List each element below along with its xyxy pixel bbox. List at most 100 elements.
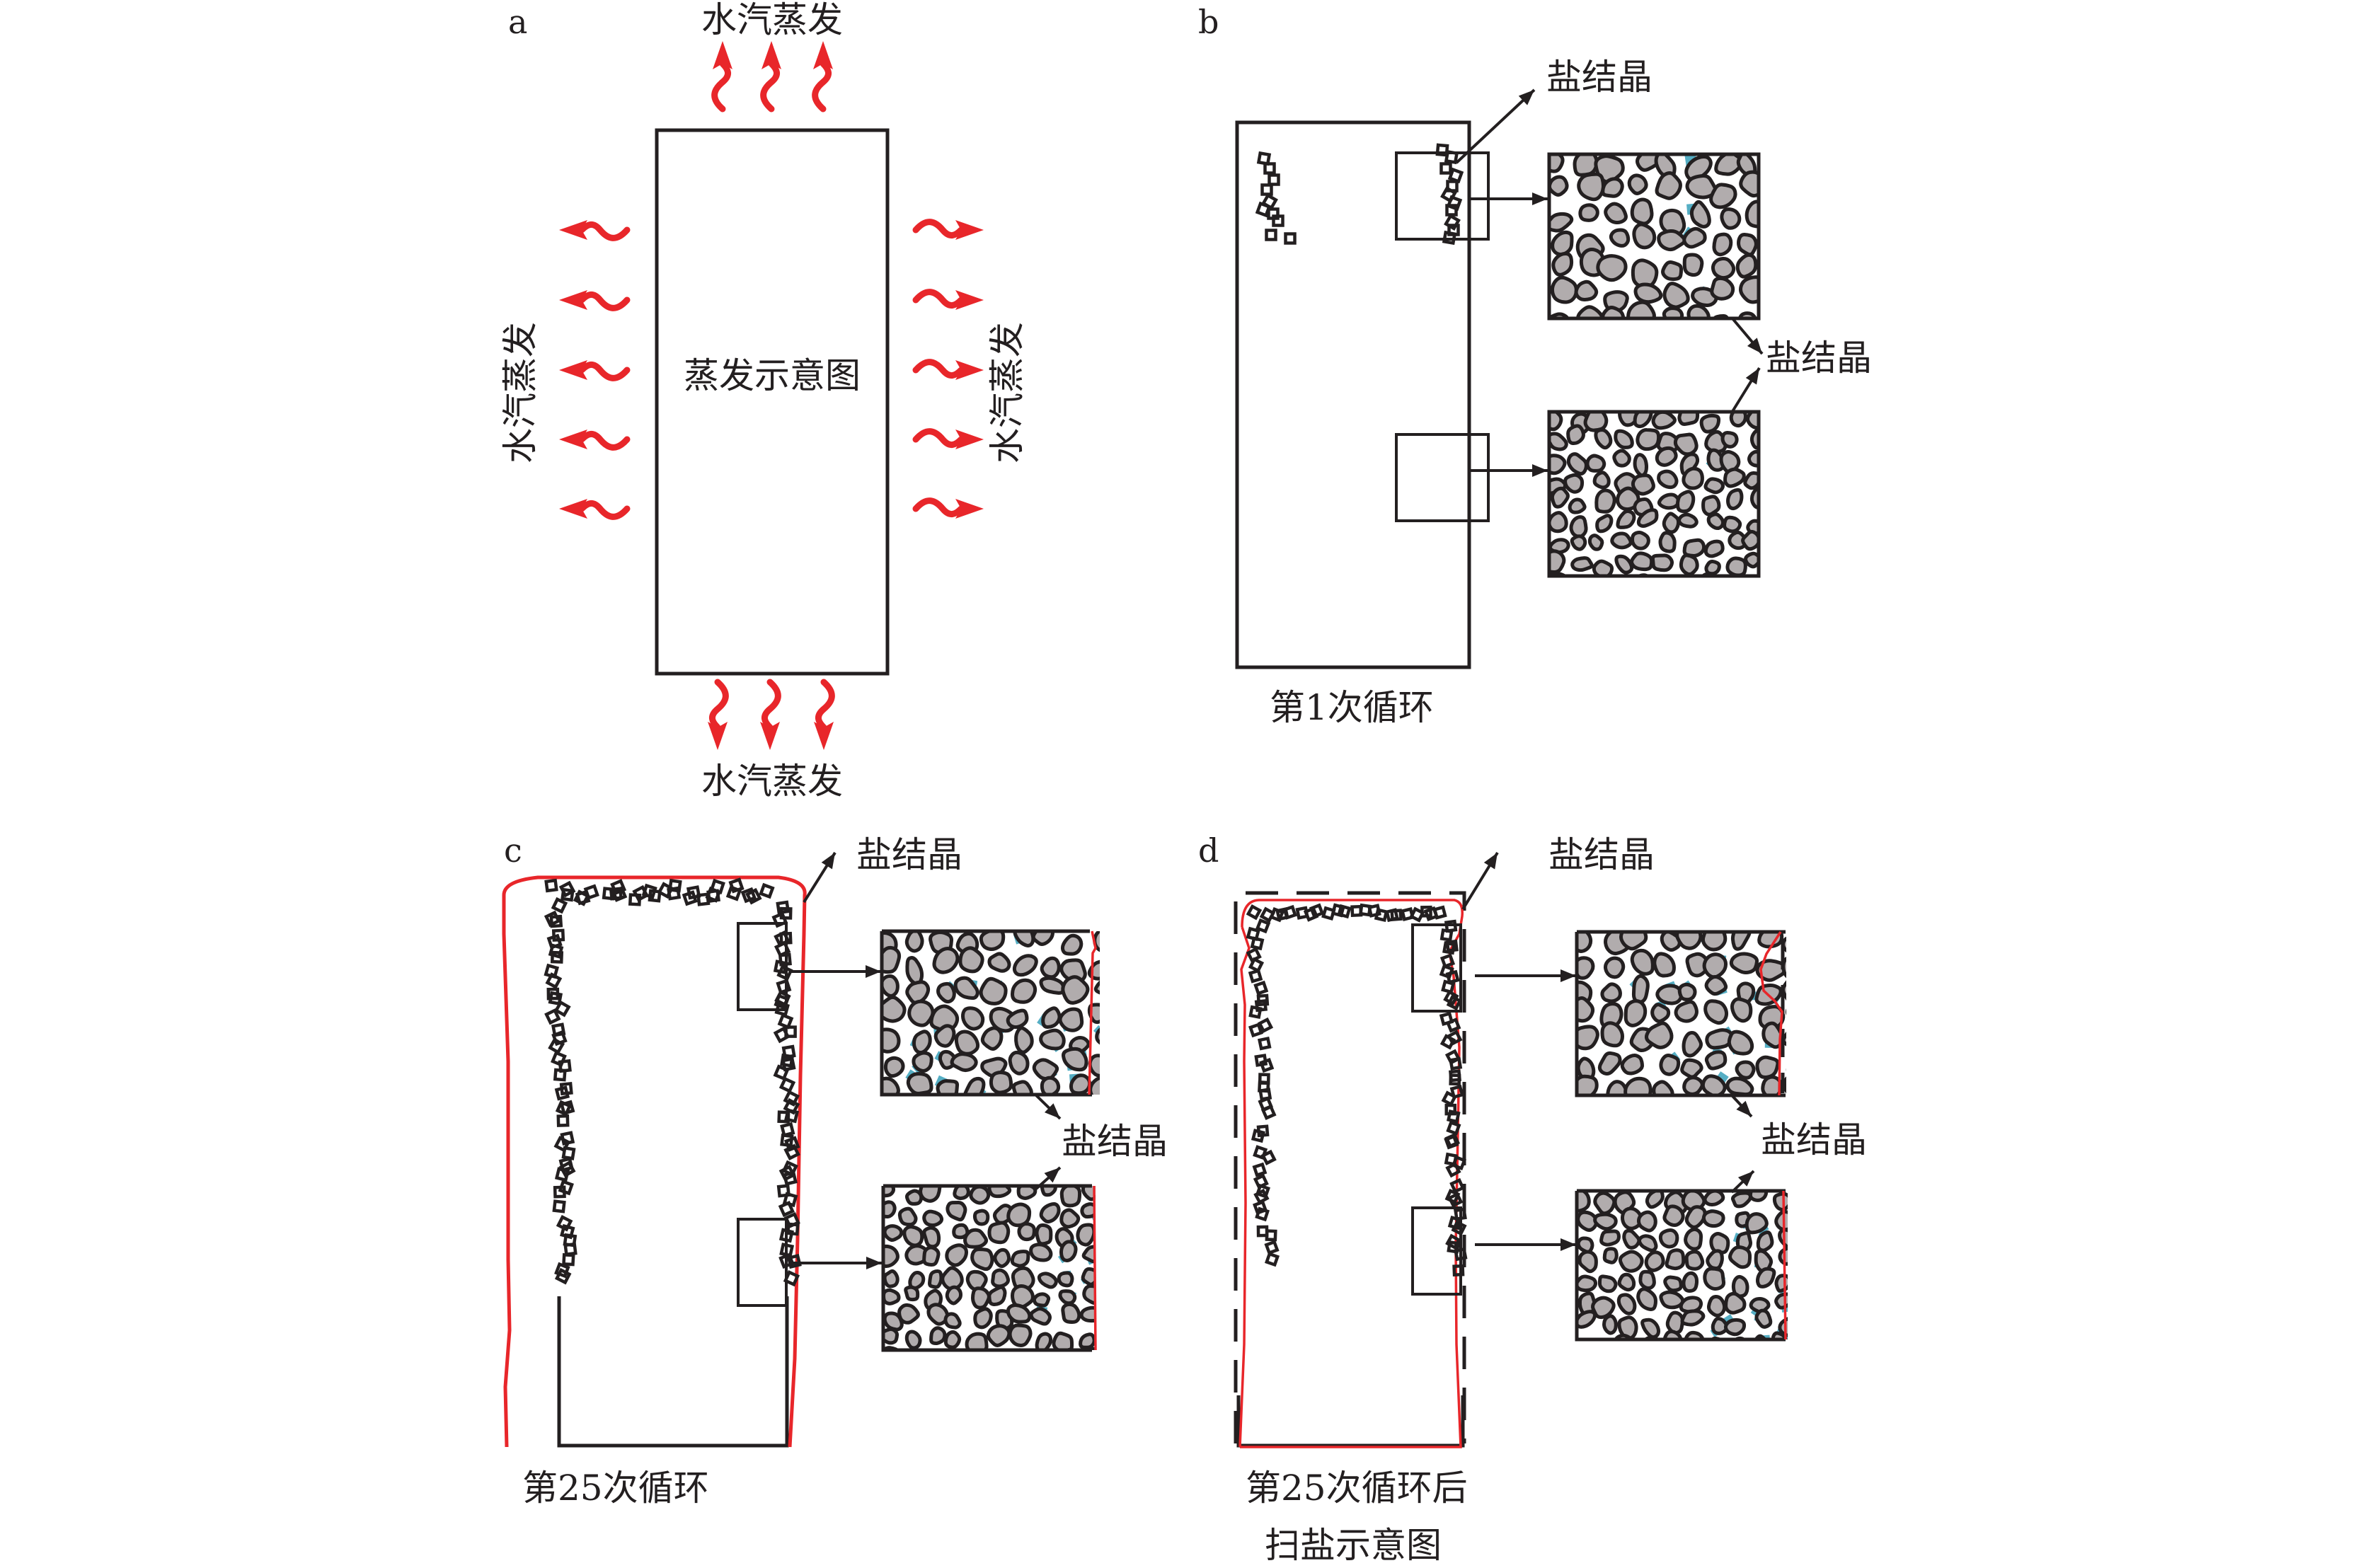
soil-grain bbox=[1714, 154, 1745, 176]
salt-crystal-marker bbox=[1246, 904, 1263, 921]
inspection-box-upper bbox=[1395, 151, 1490, 241]
salt-crystal-marker bbox=[1447, 1240, 1461, 1254]
soil-grain bbox=[1563, 473, 1585, 494]
soil-grain bbox=[932, 946, 960, 974]
soil-grain bbox=[1059, 1240, 1078, 1262]
pointer-arrow-icon bbox=[1730, 1094, 1753, 1118]
soil-grain bbox=[1040, 1353, 1057, 1373]
soil-grain bbox=[1707, 1295, 1727, 1318]
sample-base bbox=[557, 1296, 789, 1448]
sample-block bbox=[655, 128, 890, 676]
soil-grain bbox=[1623, 1076, 1653, 1096]
soil-grain bbox=[1041, 1006, 1062, 1029]
salt-crystal-marker bbox=[1432, 905, 1447, 920]
soil-grain bbox=[1686, 304, 1711, 318]
soil-grain bbox=[1032, 1292, 1051, 1308]
soil-grain bbox=[1635, 154, 1662, 172]
soil-grain bbox=[1011, 978, 1038, 1004]
soil-grain bbox=[1577, 1274, 1598, 1293]
soil-grain bbox=[1632, 222, 1657, 250]
soil-grain bbox=[919, 1186, 942, 1203]
salt-crystal-marker bbox=[1260, 1149, 1277, 1165]
soil-grain bbox=[1059, 1186, 1082, 1208]
soil-grain bbox=[1599, 1002, 1623, 1030]
soil-grain bbox=[971, 1286, 991, 1310]
salt-crystal-marker bbox=[1263, 162, 1276, 175]
soil-grain bbox=[928, 1269, 943, 1289]
soil-grain bbox=[1612, 1333, 1637, 1339]
soil-grain bbox=[1682, 1271, 1699, 1293]
soil-grain bbox=[1011, 1080, 1033, 1095]
soil-grain bbox=[883, 1224, 904, 1243]
soil-grain bbox=[1724, 1291, 1747, 1315]
soil-grain bbox=[1652, 1080, 1674, 1096]
soil-grain bbox=[1006, 1303, 1032, 1324]
soil-grain bbox=[1059, 1208, 1081, 1229]
callout-label-top: 盐结晶 bbox=[856, 834, 962, 875]
soil-grain bbox=[1602, 1314, 1618, 1335]
salt-crystal-marker bbox=[1446, 1120, 1461, 1136]
soil-grain bbox=[1622, 1228, 1641, 1250]
zoom-view-lower bbox=[881, 1184, 1097, 1373]
soil-grain bbox=[1675, 932, 1703, 950]
deformed-outline bbox=[502, 875, 807, 1448]
soil-grain bbox=[1684, 1227, 1703, 1251]
soil-grain bbox=[882, 1027, 901, 1054]
soil-grain bbox=[1576, 1338, 1594, 1359]
soil-grain bbox=[1550, 486, 1570, 509]
soil-grain bbox=[1039, 1028, 1066, 1051]
vapor-arrow-icon bbox=[559, 220, 631, 241]
soil-grain bbox=[1039, 976, 1066, 995]
soil-grain bbox=[922, 1245, 941, 1267]
salt-crystal-marker bbox=[1452, 1264, 1465, 1276]
soil-grain bbox=[1705, 1028, 1734, 1050]
salt-crystal-marker bbox=[668, 878, 682, 893]
salt-crystal-marker bbox=[784, 1108, 799, 1124]
soil-grain bbox=[1549, 412, 1563, 432]
soil-grain bbox=[1783, 1073, 1786, 1096]
zoom-view-lower bbox=[1547, 410, 1761, 578]
soil-grain bbox=[1743, 471, 1759, 490]
pointer-arrow-icon bbox=[1730, 316, 1764, 355]
soil-grain bbox=[1013, 931, 1035, 947]
panel-letter-d: d bbox=[1198, 831, 1219, 870]
soil-grain bbox=[1737, 311, 1759, 318]
soil-grain bbox=[1593, 1212, 1618, 1231]
soil-grain bbox=[1720, 207, 1742, 230]
soil-grain bbox=[1710, 276, 1735, 301]
soil-grain bbox=[1612, 449, 1631, 468]
soil-grain bbox=[1010, 1250, 1030, 1268]
salt-crystal-marker bbox=[1264, 1240, 1280, 1255]
soil-grain bbox=[882, 945, 902, 974]
salt-crystal-markers bbox=[1246, 903, 1468, 1276]
soil-grain bbox=[1738, 275, 1759, 304]
vapor-label-left: 水汽蒸发 bbox=[500, 322, 541, 463]
salt-crystal-marker bbox=[1390, 909, 1403, 922]
pointer-arrow-icon bbox=[1475, 969, 1576, 982]
soil-grain bbox=[1660, 932, 1682, 952]
soil-grain bbox=[1040, 956, 1061, 979]
soil-grains bbox=[1549, 412, 1759, 576]
vapor-arrow-icon bbox=[814, 679, 835, 750]
callout-label-top: 盐结晶 bbox=[1546, 57, 1653, 98]
salt-crystal-marker bbox=[774, 1001, 790, 1017]
soil-grain bbox=[1631, 531, 1650, 550]
salt-crystal-marker bbox=[1246, 926, 1260, 941]
callout-pointers bbox=[791, 88, 1764, 1269]
soil-grain bbox=[1735, 253, 1758, 279]
salt-crystal-marker bbox=[1439, 1034, 1456, 1050]
salt-crystal-marker bbox=[1248, 957, 1265, 973]
soil-grain bbox=[1616, 509, 1636, 529]
soil-grain bbox=[883, 1269, 900, 1289]
soil-grain bbox=[1577, 1250, 1598, 1274]
soil-grain bbox=[1682, 226, 1707, 249]
soil-grain bbox=[1577, 956, 1595, 980]
soil-grain bbox=[1677, 512, 1699, 529]
soil-grain bbox=[1680, 1309, 1706, 1327]
soil-grain bbox=[1012, 954, 1038, 977]
deformed-outline bbox=[1238, 899, 1464, 1448]
salt-crystal-marker bbox=[782, 1170, 798, 1186]
soil-grain bbox=[1633, 453, 1649, 478]
soil-grain bbox=[1644, 1021, 1674, 1049]
soil-grain bbox=[936, 981, 956, 1004]
